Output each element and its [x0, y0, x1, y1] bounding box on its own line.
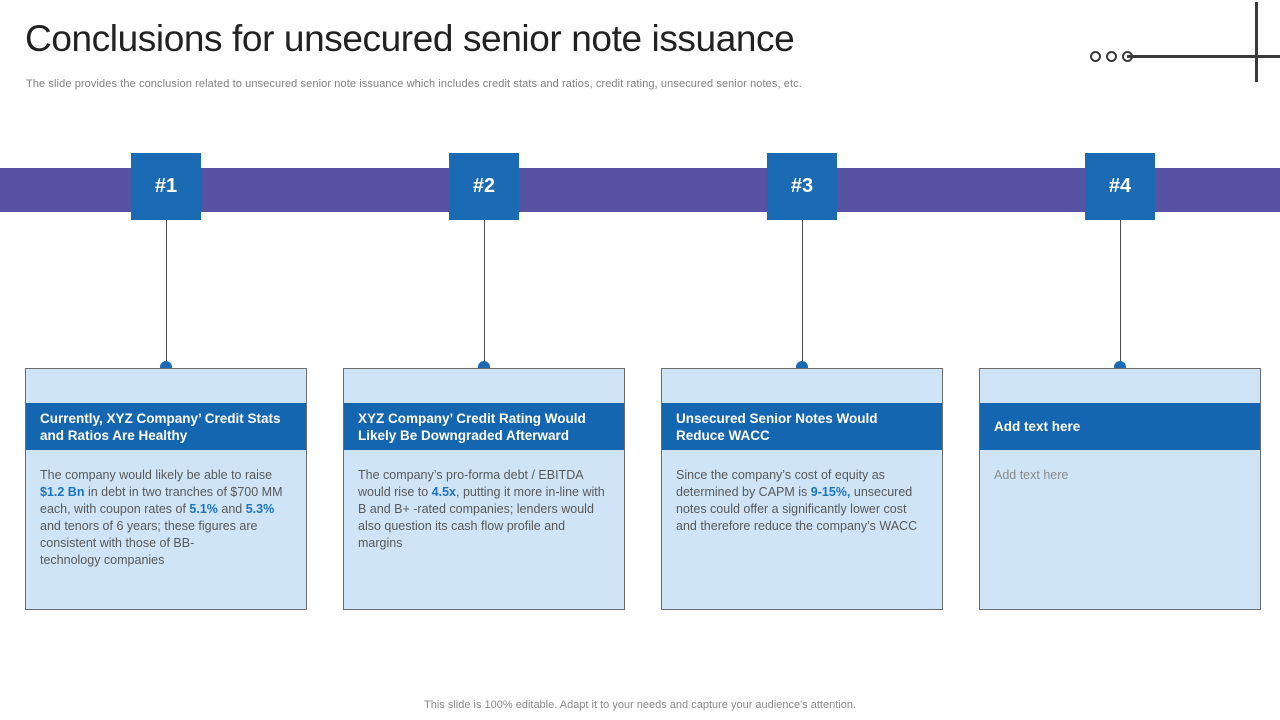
vertical-rule-decoration — [1255, 2, 1258, 82]
marker-label: #1 — [154, 175, 178, 197]
circle-icon — [1090, 51, 1101, 62]
card-header-label: Currently, XYZ Company’ Credit Stats and… — [40, 410, 281, 443]
card-header: Currently, XYZ Company’ Credit Stats and… — [26, 403, 306, 450]
slide-subtitle: The slide provides the conclusion relate… — [26, 78, 802, 90]
card-top-strip — [980, 369, 1260, 403]
connector-line — [1120, 220, 1121, 367]
marker-label: #2 — [472, 175, 496, 197]
card-header[interactable]: Add text here — [980, 403, 1260, 450]
card-header-label: Unsecured Senior Notes Would Reduce WACC — [676, 410, 878, 443]
marker-label: #3 — [790, 175, 814, 197]
card-top-strip — [26, 369, 306, 403]
connector-line — [166, 220, 167, 367]
card-top-strip — [344, 369, 624, 403]
card-header-placeholder[interactable]: Add text here — [994, 419, 1081, 434]
card-body: The company’s pro-forma debt / EBITDA wo… — [358, 468, 609, 550]
card-placeholder: Add text here Add text here — [979, 368, 1261, 610]
marker-2: #2 — [449, 153, 519, 220]
horizontal-rule-decoration — [1127, 55, 1280, 58]
circle-icon — [1106, 51, 1117, 62]
page-title: Conclusions for unsecured senior note is… — [25, 18, 795, 59]
card-body-placeholder[interactable]: Add text here — [994, 468, 1069, 482]
connector-line — [484, 220, 485, 367]
slide-footer-note: This slide is 100% editable. Adapt it to… — [424, 699, 856, 711]
connector-line — [802, 220, 803, 367]
card-reduce-wacc: Unsecured Senior Notes Would Reduce WACC… — [661, 368, 943, 610]
card-body: The company would likely be able to rais… — [40, 468, 286, 567]
card-header: Unsecured Senior Notes Would Reduce WACC — [662, 403, 942, 450]
marker-4: #4 — [1085, 153, 1155, 220]
card-header: XYZ Company’ Credit Rating Would Likely … — [344, 403, 624, 450]
card-credit-stats: Currently, XYZ Company’ Credit Stats and… — [25, 368, 307, 610]
marker-1: #1 — [131, 153, 201, 220]
card-header-label: XYZ Company’ Credit Rating Would Likely … — [358, 410, 586, 443]
timeline-band — [0, 168, 1280, 212]
card-credit-rating: XYZ Company’ Credit Rating Would Likely … — [343, 368, 625, 610]
card-top-strip — [662, 369, 942, 403]
marker-label: #4 — [1108, 175, 1132, 197]
card-body: Since the company’s cost of equity as de… — [676, 468, 918, 533]
marker-3: #3 — [767, 153, 837, 220]
